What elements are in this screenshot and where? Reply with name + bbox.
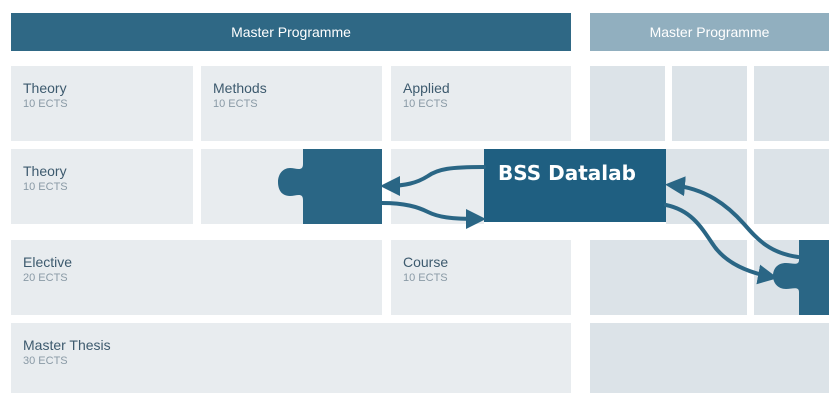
course-title: Course (403, 254, 449, 270)
theory-cell-1: Theory 10 ECTS (11, 66, 193, 141)
master-thesis-ects: 30 ECTS (23, 355, 68, 367)
faded-cell (590, 323, 829, 393)
faded-cell (672, 66, 747, 141)
course-cell: Course 10 ECTS (391, 240, 571, 315)
master-thesis-title: Master Thesis (23, 337, 111, 353)
methods-title: Methods (213, 80, 267, 96)
theory-ects: 10 ECTS (23, 181, 68, 193)
faded-cell (590, 66, 665, 141)
elective-title: Elective (23, 254, 73, 270)
theory-cell-2: Theory 10 ECTS (11, 149, 193, 224)
applied-cell: Applied 10 ECTS (391, 66, 571, 141)
faded-cell (754, 149, 829, 224)
methods-ects: 10 ECTS (213, 98, 258, 110)
bss-datalab-label: BSS Datalab (498, 161, 636, 185)
elective-cell: Elective 20 ECTS (11, 240, 382, 315)
puzzle-piece-right-icon (773, 240, 829, 315)
faded-cell (754, 66, 829, 141)
elective-ects: 20 ECTS (23, 272, 68, 284)
master-thesis-cell: Master Thesis 30 ECTS (11, 323, 571, 393)
master-programme-title-right: Master Programme (649, 24, 770, 40)
master-programme-header-right: Master Programme (590, 13, 829, 51)
master-programme-header-left: Master Programme (11, 13, 571, 51)
puzzle-piece-left-icon (278, 149, 382, 224)
applied-title: Applied (403, 80, 450, 96)
applied-ects: 10 ECTS (403, 98, 448, 110)
arrow-right-piece-to-datalab (665, 176, 800, 259)
theory-title: Theory (23, 80, 67, 96)
theory-ects: 10 ECTS (23, 98, 68, 110)
arrow-datalab-to-right-piece (664, 203, 778, 285)
bss-datalab-box: BSS Datalab (484, 149, 666, 222)
course-ects: 10 ECTS (403, 272, 448, 284)
arrow-left-piece-to-datalab (380, 201, 486, 229)
theory-title: Theory (23, 163, 67, 179)
methods-cell: Methods 10 ECTS (201, 66, 382, 141)
master-programme-title-left: Master Programme (231, 24, 351, 40)
arrow-datalab-to-left-piece (380, 165, 486, 196)
